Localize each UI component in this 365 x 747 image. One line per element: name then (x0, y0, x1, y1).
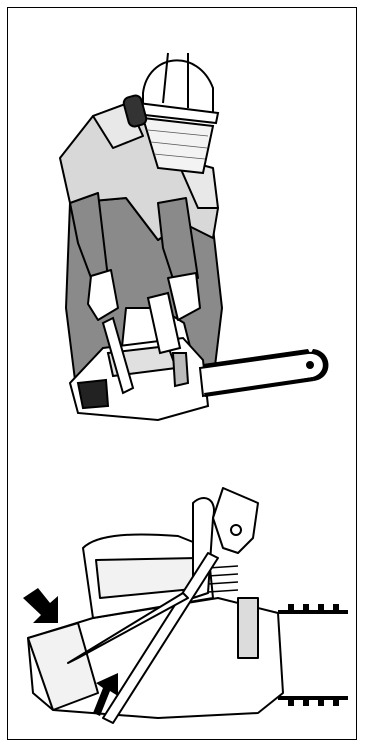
handle-detail-illustration (8, 448, 356, 741)
arrow-upper (23, 588, 58, 623)
figure-frame (7, 7, 357, 740)
operator-illustration (8, 8, 356, 448)
chain-teeth (278, 604, 348, 706)
chain-brake-lever (213, 488, 258, 553)
